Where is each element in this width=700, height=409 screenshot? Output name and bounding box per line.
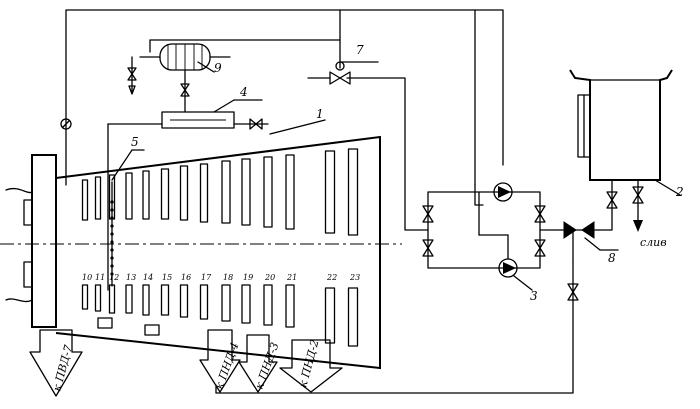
blade-lower-15 <box>160 284 170 316</box>
nozzle-dot <box>110 216 114 220</box>
blade-lower-20 <box>263 284 273 326</box>
pump-unit-3: 3 <box>422 182 561 303</box>
blade-lower-11 <box>94 284 102 312</box>
stage-label-20: 20 <box>264 273 275 282</box>
stage-label-14: 14 <box>143 273 153 282</box>
blade-rows <box>81 148 359 347</box>
tank-2: 2 слив <box>569 69 684 249</box>
callout-7: 7 <box>356 43 364 57</box>
nozzle-dot <box>110 264 114 268</box>
blade-lower-14 <box>142 284 150 316</box>
stage-label-11: 11 <box>95 273 105 282</box>
extraction-pnd3-label: к ПНД-3 <box>253 341 282 391</box>
nozzle-dot <box>110 256 114 260</box>
stage-label-19: 19 <box>243 273 253 282</box>
extraction-pvd7-label: к ПВД-7 <box>50 344 75 393</box>
nozzle-dot <box>110 232 114 236</box>
stage-label-21: 21 <box>286 273 297 282</box>
stage-label-15: 15 <box>162 273 172 282</box>
turbine-casing-1: 1 <box>0 107 402 370</box>
nozzle-dot <box>110 200 114 204</box>
nozzle-dots <box>110 200 114 276</box>
blade-upper-23 <box>347 148 359 236</box>
callout-3: 3 <box>530 289 538 303</box>
extraction-pnd3: к ПНД-3 <box>238 334 282 393</box>
stage-label-22: 22 <box>326 273 337 282</box>
blade-lower-10 <box>81 284 89 310</box>
extraction-pvd7: к ПВД-7 <box>29 329 83 397</box>
blade-lower-22 <box>324 287 336 344</box>
stage-label-23: 23 <box>349 273 360 282</box>
return-line <box>215 261 574 394</box>
blade-lower-21 <box>285 284 295 328</box>
component-9: 9 <box>127 43 231 113</box>
blade-upper-18 <box>221 160 231 224</box>
supply-pipeline <box>65 9 504 231</box>
drain-label: слив <box>640 236 667 249</box>
extraction-pnd4: к ПНД-4 <box>199 329 242 393</box>
blade-lower-16 <box>179 284 189 318</box>
nozzle-dot <box>110 208 114 212</box>
nozzle-dot <box>110 240 114 244</box>
blade-lower-18 <box>221 284 231 322</box>
stage-label-17: 17 <box>201 273 212 282</box>
stage-label-18: 18 <box>223 273 233 282</box>
return-valve <box>567 283 579 301</box>
filter-8: 8 <box>559 179 619 265</box>
blade-lower-13 <box>125 284 133 314</box>
callout-9: 9 <box>214 61 222 75</box>
blade-upper-10 <box>81 179 89 221</box>
blade-upper-20 <box>263 156 273 228</box>
nozzle-dot <box>110 272 114 276</box>
injection-manifold-5: 5 <box>110 135 145 287</box>
extraction-pnd4-label: к ПНД-4 <box>213 341 242 391</box>
nozzle-dot <box>110 248 114 252</box>
stage-label-12: 12 <box>109 273 119 282</box>
blade-lower-23 <box>347 287 359 347</box>
callout-2: 2 <box>675 185 684 199</box>
extraction-pnd2-label: к ПНД-2 <box>296 338 321 389</box>
blade-lower-17 <box>199 284 209 320</box>
blade-upper-16 <box>179 165 189 221</box>
stage-label-10: 10 <box>82 273 92 282</box>
blade-lower-19 <box>241 284 251 324</box>
blade-upper-19 <box>241 158 251 226</box>
blade-upper-17 <box>199 163 209 223</box>
nozzle-dot <box>110 224 114 228</box>
stage-label-16: 16 <box>181 273 191 282</box>
heat-exchanger-4: 4 <box>107 85 269 291</box>
callout-5: 5 <box>131 135 139 149</box>
extraction-pnd2: к ПНД-2 <box>279 338 343 393</box>
blade-upper-21 <box>285 154 295 230</box>
callout-4: 4 <box>239 85 248 99</box>
control-valve-7: 7 <box>307 43 379 85</box>
blade-upper-22 <box>324 150 336 234</box>
blade-upper-14 <box>142 170 150 220</box>
stage-label-13: 13 <box>126 273 136 282</box>
callout-8: 8 <box>608 251 616 265</box>
callout-1: 1 <box>316 107 324 121</box>
pressure-gauge-icon <box>60 118 72 130</box>
blade-upper-11 <box>94 176 102 220</box>
blade-lower-12 <box>108 284 116 314</box>
blade-upper-15 <box>160 168 170 220</box>
blade-upper-13 <box>125 172 133 220</box>
